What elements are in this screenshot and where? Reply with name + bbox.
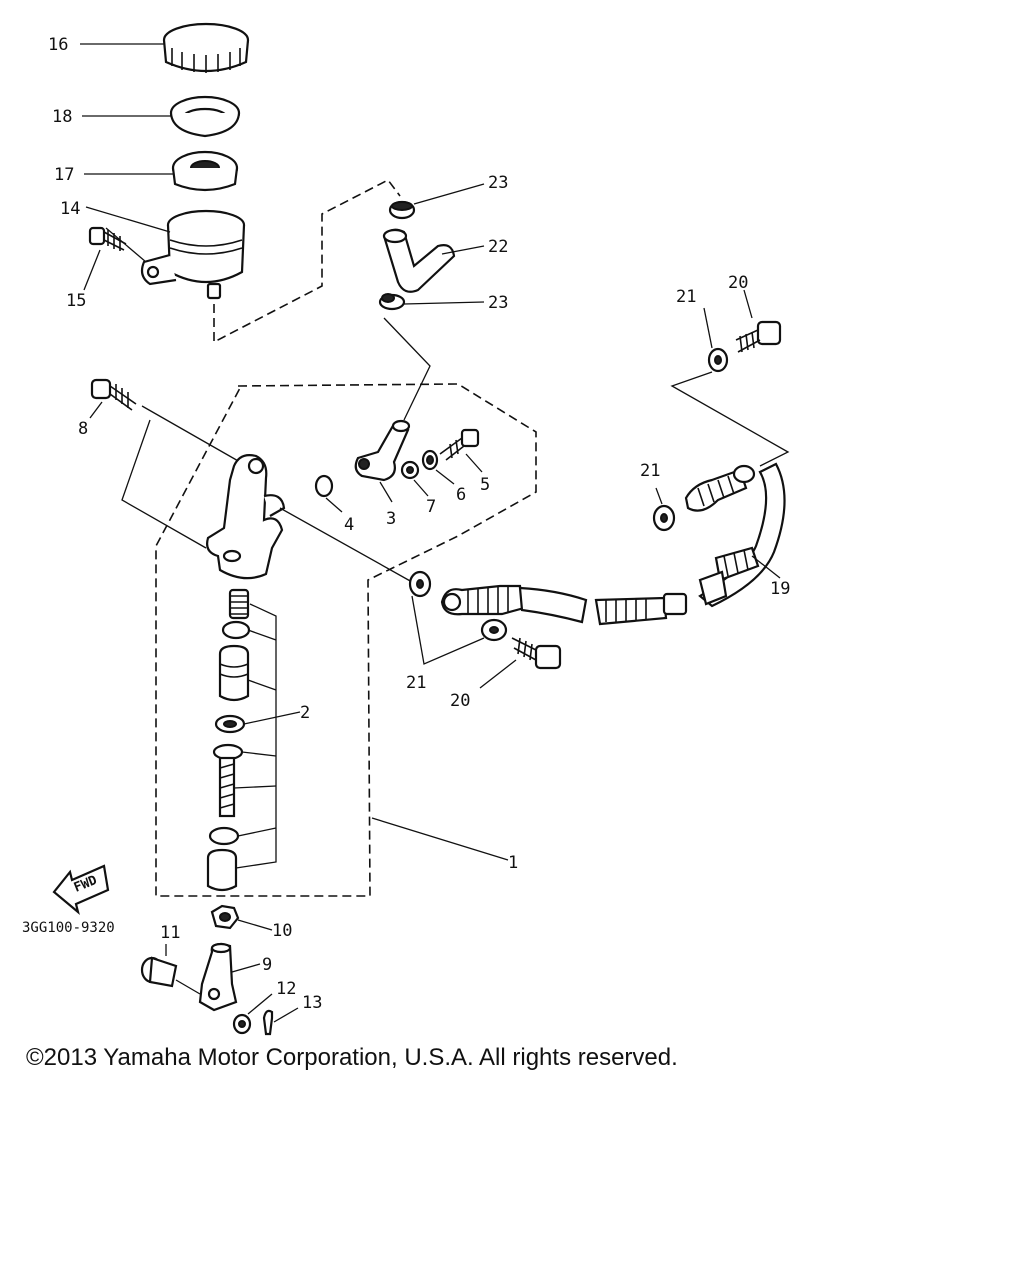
callout-13: 13 [302, 993, 322, 1013]
part-10-nut[interactable] [210, 904, 240, 930]
callout-20-upper: 20 [728, 273, 748, 293]
callout-8: 8 [78, 419, 88, 439]
part-8-bolt[interactable] [90, 378, 137, 411]
part-16-reservoir-cap[interactable] [162, 22, 250, 73]
callout-23-lower: 23 [488, 293, 508, 313]
master-cylinder-body[interactable] [206, 454, 286, 580]
part-21-washer-upper[interactable] [707, 347, 729, 373]
part-21-washer-mid[interactable] [652, 504, 676, 532]
copyright-notice: ©2013 Yamaha Motor Corporation, U.S.A. A… [26, 1044, 678, 1071]
part-3-hose-joint[interactable] [354, 419, 411, 482]
part-18-diaphragm[interactable] [169, 95, 241, 138]
callout-14: 14 [60, 199, 80, 219]
part-14-reservoir-tank[interactable] [140, 209, 246, 300]
part-2-piston-kit[interactable] [206, 588, 251, 892]
callout-21-mid: 21 [640, 461, 660, 481]
part-11-pin[interactable] [140, 956, 178, 988]
callout-3: 3 [386, 509, 396, 529]
part-20-union-bolt-lower[interactable] [511, 637, 562, 670]
callout-4: 4 [344, 515, 354, 535]
callout-22: 22 [488, 237, 508, 257]
callout-1: 1 [508, 853, 518, 873]
callout-7: 7 [426, 497, 436, 517]
fwd-arrow-icon: FWD [52, 864, 110, 916]
part-22-hose[interactable] [382, 228, 456, 293]
part-23-clip-upper[interactable] [388, 200, 416, 220]
callout-15: 15 [66, 291, 86, 311]
callout-5: 5 [480, 475, 490, 495]
callout-23-upper: 23 [488, 173, 508, 193]
callout-12: 12 [276, 979, 296, 999]
callout-20-lower: 20 [450, 691, 470, 711]
callout-9: 9 [262, 955, 272, 975]
part-12-washer[interactable] [232, 1013, 252, 1035]
callout-18: 18 [52, 107, 72, 127]
callout-17: 17 [54, 165, 74, 185]
catalog-code: 3GG100-9320 [22, 920, 115, 936]
callout-19: 19 [770, 579, 790, 599]
part-21-washer-lower-a[interactable] [408, 570, 432, 598]
callout-21-upper: 21 [676, 287, 696, 307]
callout-6: 6 [456, 485, 466, 505]
part-13-cotter-pin[interactable] [262, 1009, 274, 1036]
parts-diagram: 16 18 17 14 15 23 [22, 22, 790, 1036]
callout-11: 11 [160, 923, 180, 943]
callout-10: 10 [272, 921, 292, 941]
part-4-o-ring[interactable] [314, 474, 334, 498]
part-9-clevis[interactable] [198, 942, 238, 1012]
part-17-diaphragm-plate[interactable] [171, 150, 239, 192]
part-21-washer-lower-b[interactable] [480, 618, 508, 642]
callout-2: 2 [300, 703, 310, 723]
part-20-union-bolt-upper[interactable] [735, 320, 782, 353]
callout-16: 16 [48, 35, 68, 55]
part-23-clip-lower[interactable] [378, 293, 406, 311]
part-5-bolt[interactable] [439, 428, 480, 461]
part-7-washer[interactable] [400, 460, 420, 480]
part-6-washer[interactable] [421, 449, 439, 471]
callout-21-lower: 21 [406, 673, 426, 693]
part-19-brake-hose[interactable] [440, 462, 786, 626]
part-15-screw[interactable] [88, 226, 127, 251]
